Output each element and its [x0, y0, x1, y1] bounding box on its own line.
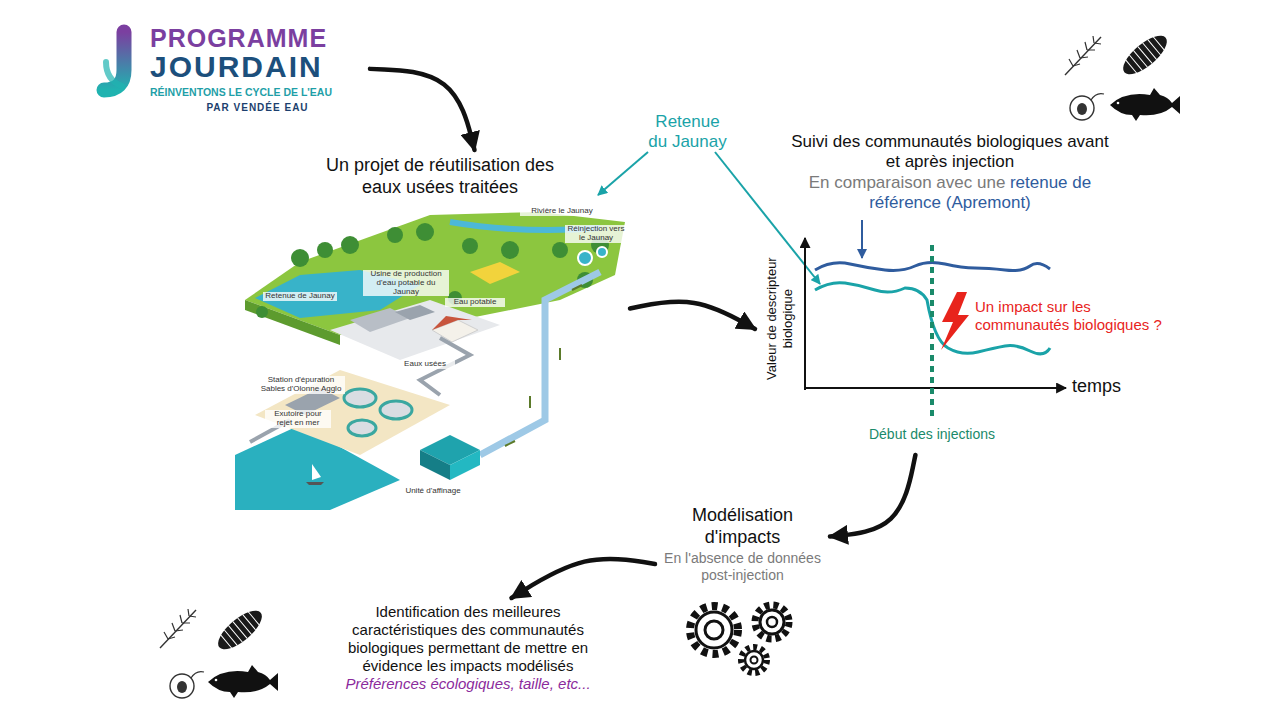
- gear-symbol: [696, 612, 732, 648]
- illustration-label: Eaux usées: [395, 360, 455, 369]
- organism-icons: [208, 665, 278, 698]
- identification-note: Préférences écologiques, taille, etc...: [323, 675, 613, 693]
- organism-icons: [212, 604, 268, 656]
- axis-label: Valeur de descripteur biologique: [764, 243, 795, 393]
- chart-figure: [804, 238, 806, 390]
- organism-icons: [160, 609, 196, 648]
- water-cycle-illustration: [420, 450, 450, 480]
- illustration-label: Exutoire pour rejet en mer: [265, 410, 331, 428]
- gear-symbol: [690, 605, 789, 673]
- illustration-label: Retenue de Jaunay: [263, 292, 337, 301]
- axis-label: temps: [1072, 376, 1132, 397]
- water-cycle-illustration: [597, 247, 607, 257]
- water-cycle-illustration: [432, 316, 472, 330]
- illustration-label: Rivière le Jaunay: [520, 207, 604, 216]
- callout-label: Retenue du Jaunay: [645, 112, 730, 151]
- logo-block: PROGRAMMEJOURDAIN RÉINVENTONS LE CYCLE DE…: [150, 25, 365, 113]
- chart-panel: Valeur de descripteur biologique tempsDéb…: [760, 230, 1130, 450]
- logo-tagline: PAR VENDÉE EAU: [150, 102, 365, 113]
- water-cycle-illustration: [387, 227, 403, 243]
- water-cycle-illustration: [450, 450, 480, 480]
- gear-symbol: [705, 621, 723, 639]
- chart-figure: [805, 387, 1066, 389]
- logo-mark: [104, 32, 124, 90]
- comparison-text: En comparaison avec une: [809, 173, 1006, 192]
- water-cycle-illustration: [344, 389, 376, 407]
- water-cycle-illustration: [235, 212, 625, 510]
- identification-text: Identification des meilleures caractéris…: [323, 603, 613, 693]
- impact-note: Un impact sur les communautés biologique…: [975, 298, 1175, 334]
- gear-symbol: [745, 651, 763, 669]
- water-cycle-illustration: [501, 241, 519, 259]
- water-cycle-illustration: [306, 482, 324, 485]
- flow-arrow: [370, 69, 475, 150]
- chart-figure: [941, 292, 969, 350]
- water-cycle-illustration: [505, 285, 582, 446]
- water-cycle-illustration: [470, 262, 520, 284]
- modelling-heading: Modélisation d'impacts: [660, 505, 825, 548]
- gear-symbol: [755, 605, 789, 639]
- gear-symbol: [741, 647, 767, 673]
- organism-icons: [1070, 94, 1104, 120]
- illustration-label: Station d'épuration Sables d'Olonne Aggl…: [257, 376, 345, 394]
- project-heading: Un projet de réutilisation des eaux usée…: [325, 155, 555, 198]
- water-cycle-illustration: [578, 251, 592, 265]
- water-cycle-illustration: [416, 223, 434, 241]
- logo-word: JOURDAIN: [150, 51, 365, 83]
- logo-mark: [104, 32, 124, 90]
- logo-mark: [106, 62, 122, 86]
- water-cycle-illustration: [395, 305, 435, 320]
- organism-icons: [160, 29, 1180, 698]
- illustration-label: Unité d'affinage: [395, 487, 471, 496]
- leader-line: [598, 152, 820, 284]
- illustration-label: Eau potable: [445, 298, 505, 307]
- water-cycle-illustration: [312, 464, 321, 480]
- flow-arrow: [830, 455, 915, 537]
- water-cycle-illustration: [317, 242, 333, 258]
- logo-word: PROGRAMME: [150, 25, 365, 51]
- gear-symbol: [767, 617, 777, 627]
- illustration-label: Usine de production d'eau potable du Jau…: [363, 270, 449, 296]
- water-cycle-illustration: [348, 420, 376, 436]
- gear-symbol: [760, 610, 784, 634]
- monitoring-heading: Suivi des communautés biologiques avant …: [790, 132, 1110, 173]
- modelling-text: Modélisation d'impactsEn l'absence de do…: [660, 505, 825, 584]
- gear-symbol: [690, 606, 738, 654]
- chart-figure: [930, 245, 934, 420]
- water-cycle-illustration: [255, 370, 450, 455]
- water-cycle-illustration: [380, 401, 412, 419]
- water-cycle-illustration: [552, 242, 568, 258]
- water-cycle-illustration: [330, 300, 500, 360]
- modelling-note: En l'absence de données post-injection: [660, 550, 825, 584]
- logo-tagline: RÉINVENTONS LE CYCLE DE L'EAU: [150, 86, 365, 98]
- water-cycle-illustration: [291, 249, 309, 267]
- project-text: Un projet de réutilisation des eaux usée…: [325, 155, 555, 198]
- gear-symbol: [751, 657, 758, 664]
- organism-icons: [1117, 29, 1173, 81]
- leader-line: [598, 152, 648, 195]
- flow-arrow: [512, 559, 656, 598]
- chart-figure: [861, 220, 863, 258]
- organism-icons: [170, 672, 204, 698]
- flow-arrow: [630, 302, 755, 329]
- water-cycle-illustration: [256, 306, 268, 318]
- monitoring-text: Suivi des communautés biologiques avant …: [790, 132, 1110, 214]
- water-cycle-illustration: [341, 236, 359, 254]
- water-cycle-illustration: [462, 238, 478, 254]
- marker-label: Début des injections: [852, 426, 1012, 442]
- illustration-label: Réinjection vers le Jaunay: [565, 225, 627, 243]
- organism-icons: [1065, 36, 1101, 75]
- organism-icons: [1110, 88, 1180, 121]
- identification-heading: Identification des meilleures caractéris…: [323, 603, 613, 675]
- illustration-panel: Rivière le JaunayRéinjection vers le Jau…: [235, 200, 625, 510]
